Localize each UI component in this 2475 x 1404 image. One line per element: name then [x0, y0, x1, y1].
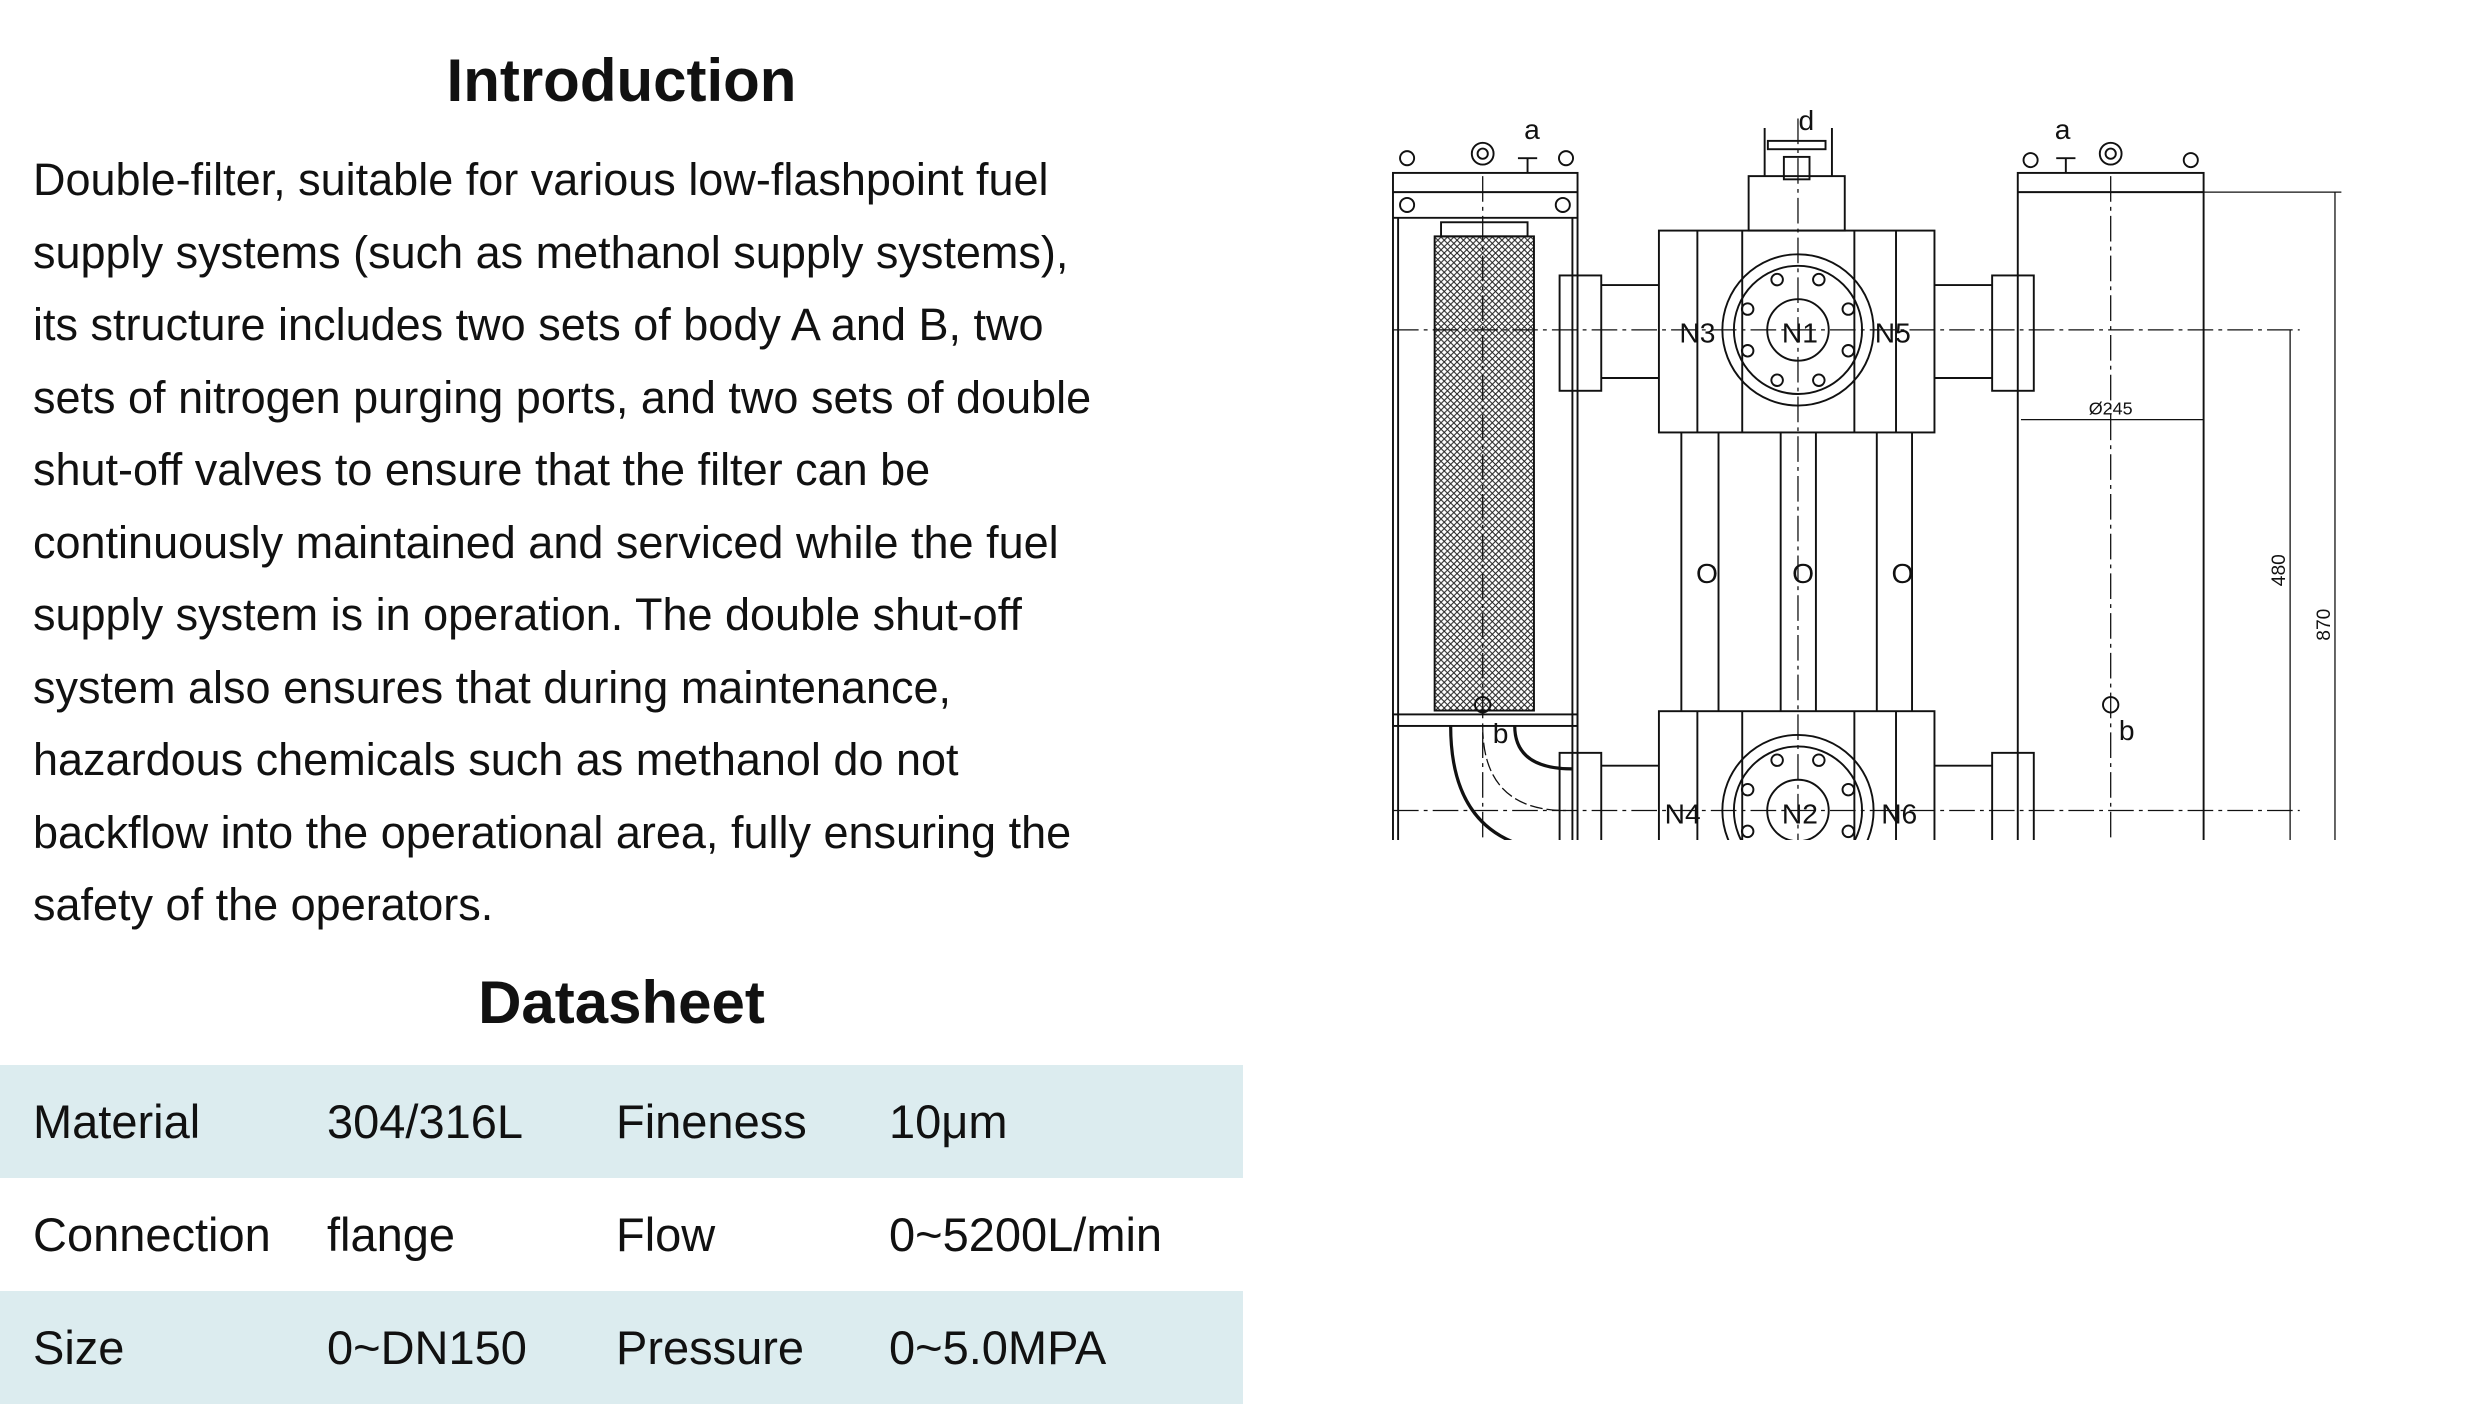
spec-value: 0~DN150	[327, 1321, 527, 1374]
paragraph-line: hazardous chemicals such as methanol do …	[33, 734, 959, 785]
table-row: Connection flange Flow 0~5200L/min	[0, 1178, 1243, 1291]
paragraph-line: continuously maintained and serviced whi…	[33, 516, 1059, 568]
spec-value: 0~5200L/min	[889, 1208, 1163, 1261]
spec-value: flange	[327, 1208, 456, 1261]
spec-label: Pressure	[616, 1321, 805, 1374]
dimension-lines	[1392, 118, 2342, 840]
paragraph-line: supply systems (such as methanol supply …	[33, 226, 1069, 278]
spec-value: 304/316L	[327, 1095, 524, 1148]
drawing-labels: a a d b b c c N3 N1 N5 N4 N2 N6 O O O Ø2…	[1493, 104, 2335, 829]
paragraph-line: its structure includes two sets of body …	[33, 299, 1044, 350]
bolt-hole	[1770, 373, 1784, 387]
table-row: Material 304/316L Fineness 10μm	[0, 1065, 1243, 1178]
bolt-hole	[1740, 344, 1755, 358]
paragraph-line: Double-filter, suitable for various low-…	[33, 154, 1049, 205]
label-o: O	[1891, 557, 1913, 589]
bolt-hole	[1812, 753, 1826, 767]
paragraph-line: sets of nitrogen purging ports, and two …	[33, 371, 1092, 423]
bolt-hole	[1770, 753, 1784, 767]
bolt-hole	[1770, 272, 1784, 287]
introduction-title: Introduction	[446, 47, 797, 114]
spec-label: Size	[33, 1321, 125, 1374]
label-a: a	[2055, 113, 2071, 145]
bolt-hole	[1841, 824, 1856, 839]
paragraph-line: system also ensures that during maintena…	[33, 661, 951, 713]
spec-label: Flow	[616, 1208, 716, 1261]
label-b: b	[1493, 717, 1509, 749]
paragraph-line: supply system is in operation. The doubl…	[33, 589, 1022, 640]
label-d: d	[1798, 104, 1814, 136]
label-n2: N2	[1782, 797, 1818, 829]
datasheet-title: Datasheet	[478, 969, 765, 1036]
label-n4: N4	[1665, 797, 1701, 829]
table-row: Size 0~DN150 Pressure 0~5.0MPA	[0, 1291, 1243, 1404]
paragraph-line: backflow into the operational area, full…	[33, 806, 1072, 858]
filter-technical-drawing: a a d b b c c N3 N1 N5 N4 N2 N6 O O O Ø2…	[1392, 104, 2342, 840]
spec-label: Fineness	[616, 1095, 807, 1148]
spec-value: 0~5.0MPA	[889, 1321, 1107, 1374]
label-n1: N1	[1782, 317, 1818, 349]
bolt-hole	[1740, 824, 1755, 839]
bolt-hole	[1740, 302, 1755, 316]
spec-label: Connection	[33, 1208, 271, 1261]
spec-value: 10μm	[889, 1095, 1008, 1148]
label-a: a	[1524, 113, 1540, 145]
introduction-paragraph: Double-filter, suitable for various low-…	[33, 144, 1091, 942]
label-o: O	[1792, 557, 1814, 589]
bolt-hole	[1841, 782, 1856, 797]
dim-480: 480	[2269, 554, 2290, 586]
label-diameter: Ø245	[2089, 399, 2133, 419]
bolt-hole	[1812, 272, 1826, 287]
dim-870: 870	[2314, 609, 2335, 641]
paragraph-line: shut-off valves to ensure that the filte…	[33, 444, 931, 495]
bolt-hole	[1740, 782, 1755, 797]
paragraph-line: safety of the operators.	[33, 879, 494, 930]
label-o: O	[1696, 557, 1718, 589]
spec-label: Material	[33, 1095, 201, 1148]
label-n6: N6	[1881, 797, 1917, 829]
bolt-hole	[1841, 344, 1856, 358]
label-n3: N3	[1679, 317, 1715, 349]
label-n5: N5	[1875, 317, 1911, 349]
bolt-hole	[1812, 373, 1826, 387]
datasheet-table: Material 304/316L Fineness 10μm Connecti…	[0, 1065, 1243, 1404]
bolt-hole	[1841, 302, 1856, 316]
label-b: b	[2119, 714, 2135, 746]
